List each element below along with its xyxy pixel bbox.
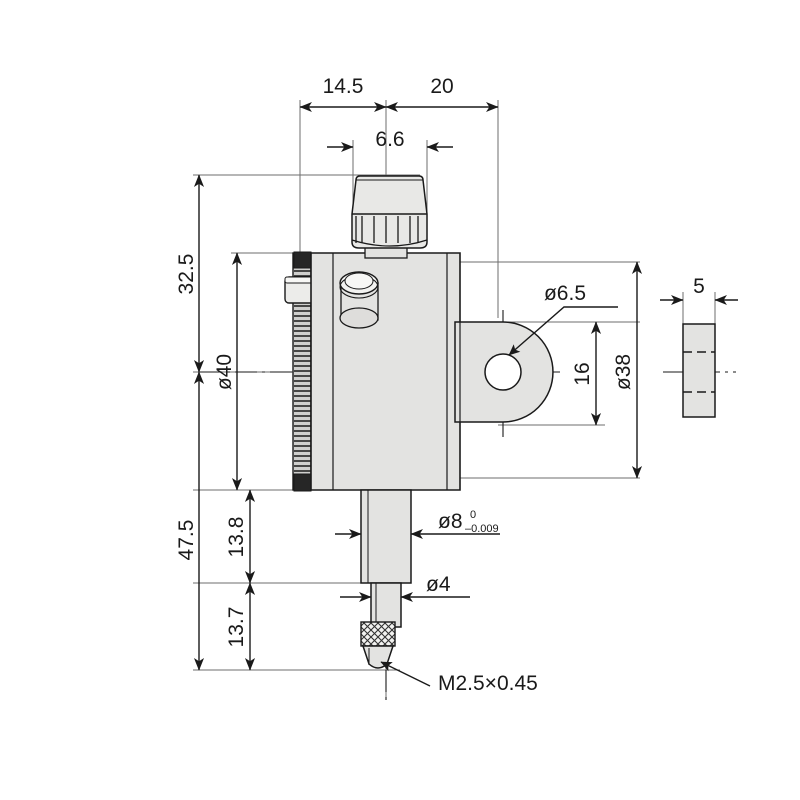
dim-label-5: 5 bbox=[693, 275, 705, 298]
dim-label-20: 20 bbox=[430, 75, 453, 98]
dim-6-6: 6.6 bbox=[327, 128, 453, 153]
dim-label-d8-tol-lower: –0.009 bbox=[465, 523, 499, 535]
mounting-lug bbox=[454, 321, 554, 423]
dim-label-d8: ø8 bbox=[438, 510, 463, 533]
lug-through-hole bbox=[484, 353, 522, 391]
dim-14-5: 14.5 bbox=[299, 75, 387, 113]
stem-d4 bbox=[370, 582, 402, 628]
dim-d4: ø4 bbox=[340, 573, 470, 603]
spindle-d8 bbox=[360, 489, 412, 584]
dim-20: 20 bbox=[385, 75, 499, 113]
counter-boss bbox=[339, 271, 379, 329]
dim-d8: ø8 0 –0.009 bbox=[335, 509, 500, 540]
leader-d6-5: ø6.5 bbox=[508, 282, 618, 356]
dim-label-16: 16 bbox=[571, 362, 594, 385]
top-knurled-cap bbox=[351, 175, 428, 249]
dim-13-7: 13.7 bbox=[225, 582, 256, 671]
dim-16: 16 bbox=[571, 321, 602, 426]
dim-label-13-7: 13.7 bbox=[225, 607, 248, 648]
dim-label-47-5: 47.5 bbox=[175, 520, 198, 561]
dim-label-13-8: 13.8 bbox=[225, 517, 248, 558]
dim-13-8: 13.8 bbox=[225, 489, 256, 584]
dim-32-5: 32.5 bbox=[175, 174, 205, 373]
dim-label-d6-5: ø6.5 bbox=[544, 282, 586, 305]
dim-label-thread: M2.5×0.45 bbox=[438, 672, 538, 695]
dim-d40: ø40 bbox=[213, 252, 243, 491]
leader-thread: M2.5×0.45 bbox=[380, 661, 538, 695]
dim-label-d38: ø38 bbox=[612, 354, 635, 390]
dim-label-14-5: 14.5 bbox=[323, 75, 364, 98]
dial-case-body bbox=[310, 252, 461, 491]
dim-47-5: 47.5 bbox=[175, 371, 205, 671]
side-view bbox=[682, 323, 716, 418]
dim-5: 5 bbox=[660, 275, 738, 306]
dim-label-d40: ø40 bbox=[213, 354, 236, 390]
dim-label-d4: ø4 bbox=[426, 573, 451, 596]
dim-d38: ø38 bbox=[612, 261, 643, 479]
dim-label-6-6: 6.6 bbox=[375, 128, 404, 151]
dim-label-32-5: 32.5 bbox=[175, 254, 198, 295]
dim-label-d8-tol-upper: 0 bbox=[470, 509, 476, 521]
